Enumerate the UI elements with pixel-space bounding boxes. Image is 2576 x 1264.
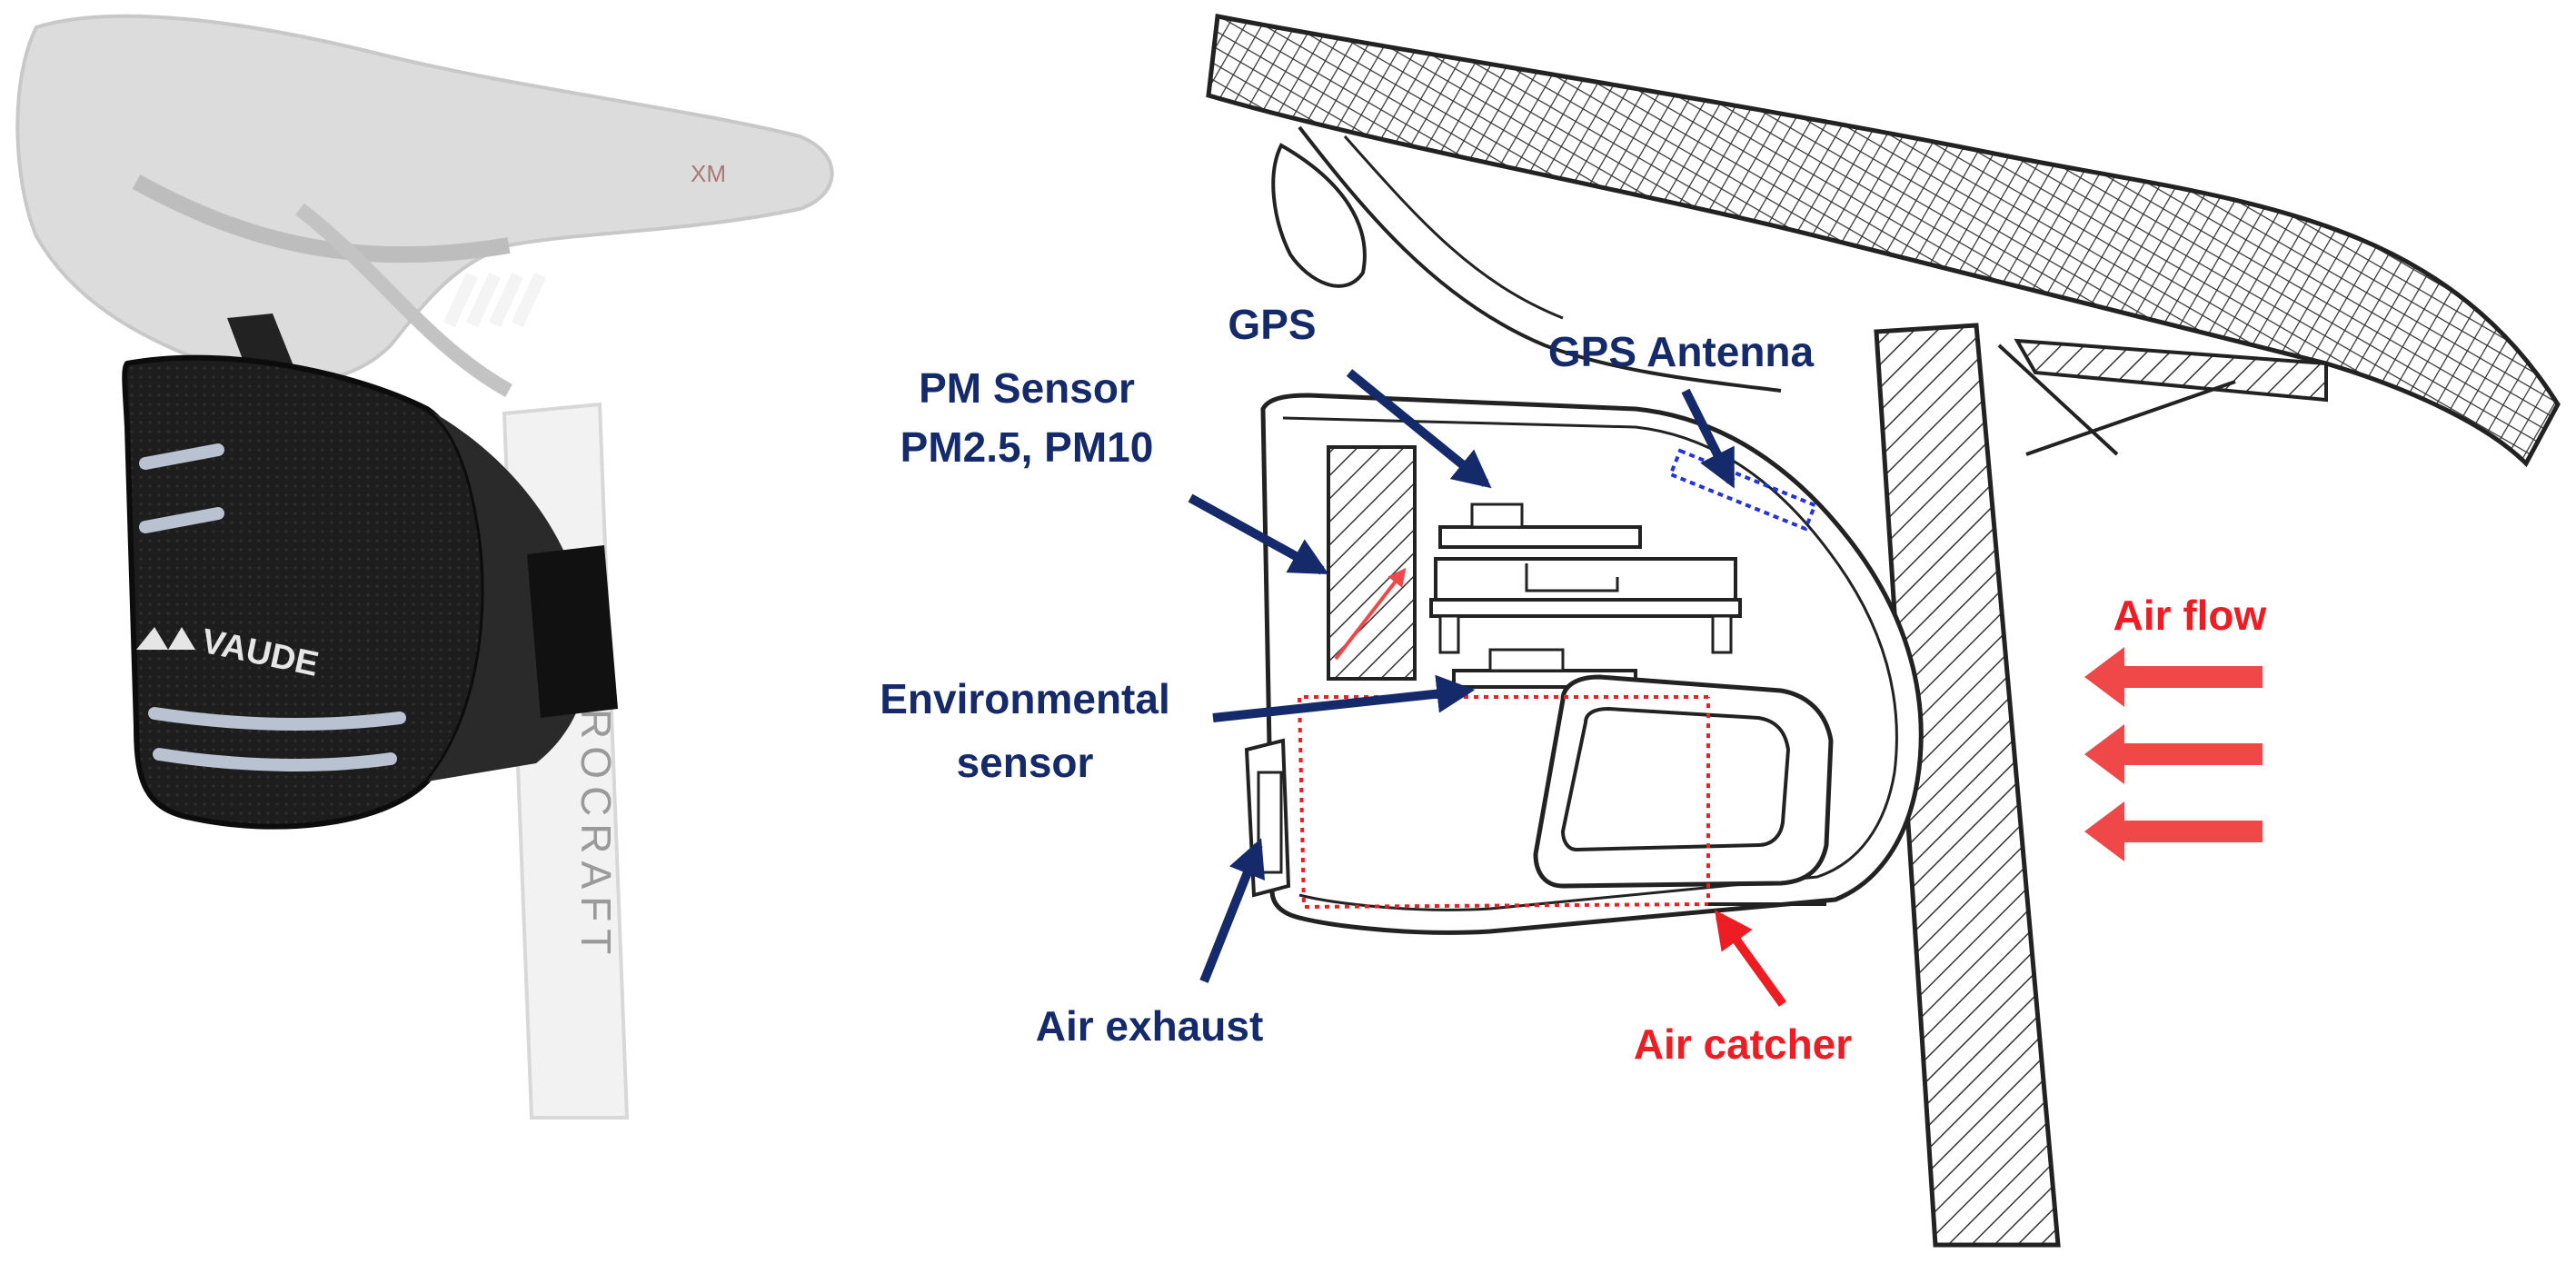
label-air-catcher: Air catcher (1634, 1020, 1852, 1068)
air-catcher-duct-inner (1560, 706, 1791, 852)
photo-saddle (15, 14, 834, 384)
seatpost-section (1874, 323, 2061, 1248)
airflow-arrow-1 (2084, 647, 2263, 707)
gps-leader-arrow (1346, 369, 1492, 489)
gps-module (1429, 503, 1742, 654)
reflective-stripes (139, 443, 406, 771)
pm-sensor-block (1327, 445, 1417, 681)
sectional-diagram: GPS GPS Antenna PM Sensor PM2.5, PM10 En… (880, 14, 2561, 1248)
vaude-logo-mark (136, 627, 195, 650)
airflow-arrow-2 (2084, 724, 2263, 784)
pm-sensor-leader-arrow (1188, 493, 1329, 575)
gps-antenna-leader-arrow (1681, 388, 1736, 489)
bag-housing-inner (1282, 416, 1898, 911)
saddle-mark-text: XM (691, 160, 726, 187)
label-env-sensor-line2: sensor (957, 739, 1094, 786)
air-exhaust-leader-arrow (1199, 838, 1266, 983)
label-air-flow: Air flow (2114, 592, 2267, 639)
gps-antenna (1667, 448, 1818, 532)
env-sensor-leader-arrow (1212, 674, 1476, 722)
air-exhaust (1244, 738, 1291, 898)
air-catcher-leader-arrow (1715, 910, 1787, 1007)
saddle-vent-slots (443, 272, 547, 328)
clamp-block (1271, 143, 1367, 288)
label-env-sensor-line1: Environmental (880, 675, 1170, 722)
saddle-rail-2 (1343, 135, 1564, 320)
rail-strut (1997, 343, 2236, 456)
pm-internal-airflow-arrow (1334, 567, 1407, 661)
saddle-inner-edge (1208, 94, 2528, 465)
rail-support-hatched (2014, 338, 2328, 403)
photo-saddle-rail-2 (295, 203, 512, 397)
seatpost-brand-text: ROCRAFT (572, 709, 620, 961)
saddle-rail (1298, 125, 1782, 393)
photo-saddle-bag: ROCRAFT XM VAUDE (15, 14, 834, 1120)
airflow-arrows (2084, 647, 2263, 861)
label-pm-sensor-line2: PM2.5, PM10 (900, 423, 1154, 471)
label-air-exhaust: Air exhaust (1036, 1002, 1264, 1050)
velcro-strap (527, 545, 618, 718)
bag-body (122, 354, 487, 830)
label-gps-antenna: GPS Antenna (1548, 328, 1815, 375)
label-gps: GPS (1228, 301, 1316, 348)
photo-saddle-rail (132, 174, 511, 264)
label-pm-sensor-line1: PM Sensor (919, 364, 1135, 412)
airflow-arrow-3 (2084, 801, 2263, 861)
